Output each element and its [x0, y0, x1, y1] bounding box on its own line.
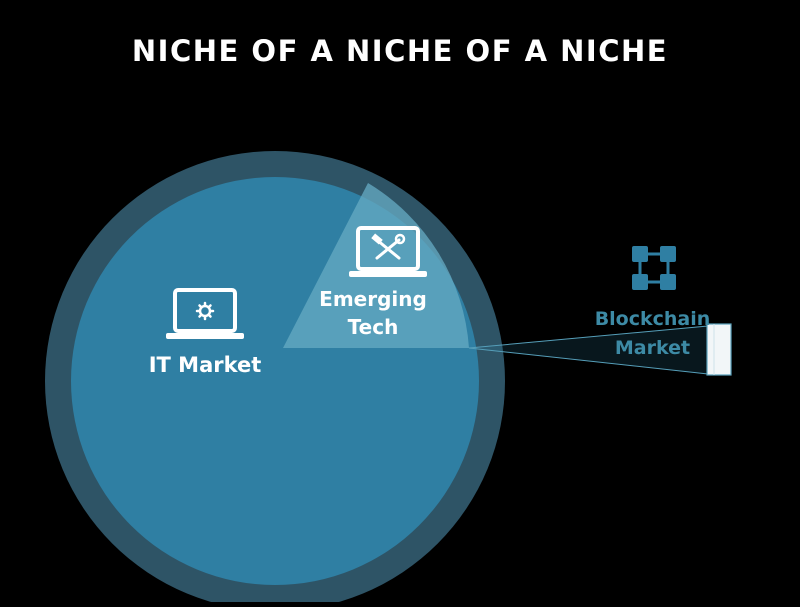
emerging-tech-label-line1: Emerging: [319, 287, 427, 311]
zoom-line-bottom: [468, 347, 709, 375]
diagram-title: NICHE OF A NICHE OF A NICHE: [131, 34, 669, 68]
blockchain-slice: [706, 323, 732, 376]
emerging-tech-wedge: [283, 183, 469, 348]
zoom-line-top: [468, 325, 709, 349]
emerging-tech-label-line2: Tech: [347, 315, 399, 339]
blockchain-market-label-line1: Blockchain: [594, 308, 711, 330]
laptop-tools-icon: [349, 226, 427, 277]
laptop-gear-icon: [166, 288, 244, 339]
blockchain-market-label-line2: Market: [614, 337, 691, 359]
blockchain-blocks-icon: [632, 246, 676, 290]
it-market-label: IT Market: [148, 353, 262, 377]
zoom-cone: [469, 326, 708, 374]
